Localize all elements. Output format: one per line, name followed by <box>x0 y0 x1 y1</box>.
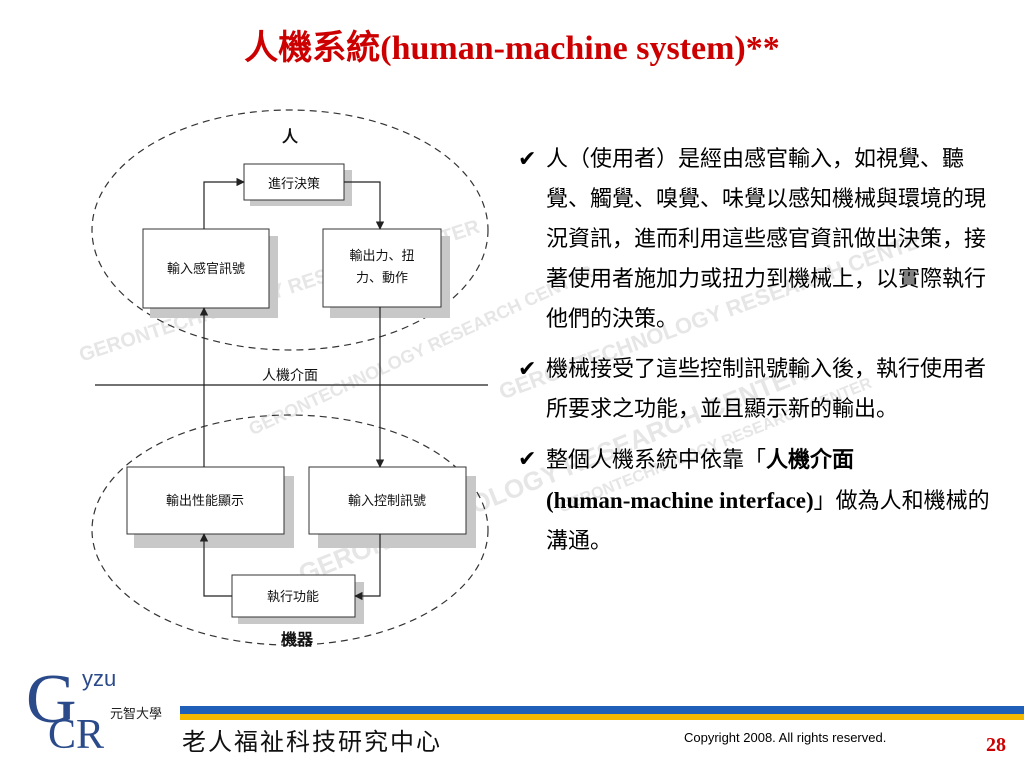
gcr-logo: G CR yzu 元智大學 <box>26 661 162 750</box>
arrow-decision-to-output <box>344 181 385 230</box>
label-interface: 人機介面 <box>262 368 318 384</box>
logo-yzu: yzu <box>82 666 116 691</box>
slide-title: 人機系統(human-machine system)** <box>244 30 780 67</box>
box-execute-label: 執行功能 <box>267 589 319 605</box>
bullet-highlight-zh: 人機介面 <box>766 447 855 473</box>
logo-cr: CR <box>48 712 104 750</box>
footer-bar-gold <box>180 714 1024 720</box>
box-decision <box>243 163 345 201</box>
bullet-text-post: 」做為人和機械的溝通。 <box>546 489 990 554</box>
bullet-item: ✔ 人（使用者）是經由感官輸入，如視覺、聽覺、觸覺、嗅覺、味覺以感知機械與環境的… <box>518 140 998 340</box>
box-execute <box>231 574 356 618</box>
checkmark-icon: ✔ <box>518 357 537 382</box>
bullet-text-pre: 整個人機系統中依靠「 <box>546 448 767 473</box>
bullet-text: 機械接受了這些控制訊號輸入後，執行使用者所要求之功能，並且顯示新的輸出。 <box>546 357 987 422</box>
box-sensory-label: 輸入感官訊號 <box>167 261 245 277</box>
box-output-display <box>126 466 285 535</box>
box-control-input-label: 輸入控制訊號 <box>348 494 426 509</box>
logo-university: 元智大學 <box>110 707 162 722</box>
checkmark-icon: ✔ <box>518 447 537 472</box>
copyright-text: Copyright 2008. All rights reserved. <box>684 730 887 745</box>
page-number: 28 <box>986 734 1006 756</box>
footer-bar-blue <box>180 706 1024 714</box>
bullet-item: ✔ 機械接受了這些控制訊號輸入後，執行使用者所要求之功能，並且顯示新的輸出。 <box>518 350 998 430</box>
label-machine: 機器 <box>281 630 314 649</box>
bullet-highlight-en: (human-machine interface) <box>546 488 814 513</box>
bullet-text: 人（使用者）是經由感官輸入，如視覺、聽覺、觸覺、嗅覺、味覺以感知機械與環境的現況… <box>546 147 987 332</box>
arrow-sensory-to-decision <box>203 177 245 229</box>
box-decision-label: 進行決策 <box>268 176 320 192</box>
box-output-display-label: 輸出性能顯示 <box>166 494 244 509</box>
arrow-execute-to-display <box>199 533 232 597</box>
logo-g: G <box>26 661 77 738</box>
label-human: 人 <box>282 127 299 146</box>
checkmark-icon: ✔ <box>518 147 537 172</box>
bullet-list: ✔ 人（使用者）是經由感官輸入，如視覺、聽覺、觸覺、嗅覺、味覺以感知機械與環境的… <box>518 140 998 572</box>
bullet-item: ✔ 整個人機系統中依靠「人機介面 (human-machine interface… <box>518 440 998 562</box>
center-name: 老人福祉科技研究中心 <box>182 728 442 756</box>
